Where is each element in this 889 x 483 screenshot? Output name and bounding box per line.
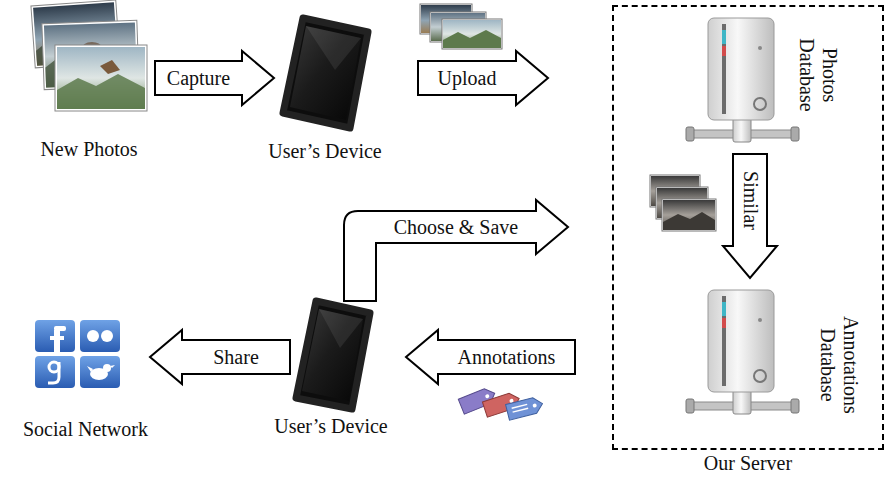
server-illustration xyxy=(686,18,799,142)
photo-stack-icon xyxy=(420,4,502,49)
block-arrow xyxy=(155,51,274,105)
social-network-node: Social Network xyxy=(8,312,163,442)
block-arrow xyxy=(418,51,548,105)
arrow-label: Choose & Save xyxy=(392,216,520,239)
database-node: Annotations Database xyxy=(680,280,870,440)
arrow-label: Capture xyxy=(165,67,232,90)
node-label: User’s Device xyxy=(274,415,387,438)
node-label: User’s Device xyxy=(268,140,381,163)
server-illustration xyxy=(686,290,799,414)
vertical-label: Annotations Database xyxy=(815,308,861,423)
block-arrow xyxy=(344,200,568,301)
photo-stack-icon xyxy=(650,175,716,231)
tags-icon xyxy=(458,386,544,420)
node-label: New Photos xyxy=(40,138,137,161)
vertical-label: Photos Database xyxy=(795,25,841,125)
arrow-label: Share xyxy=(211,346,261,369)
photo-source: New Photos xyxy=(25,0,153,165)
phone-illustration xyxy=(296,301,370,409)
arrow-label: Upload xyxy=(436,67,499,90)
node-label: Social Network xyxy=(23,418,148,441)
block-arrow xyxy=(150,330,290,384)
device-node: User’s Device xyxy=(262,10,388,165)
database-node: Photos Database xyxy=(680,15,855,150)
arrow-label: Similar xyxy=(738,169,761,232)
block-arrow xyxy=(406,330,575,384)
block-arrow xyxy=(723,154,777,278)
node-label: Our Server xyxy=(704,452,792,475)
social-icons xyxy=(35,320,120,388)
device-node: User’s Device xyxy=(268,295,394,445)
phone-illustration xyxy=(283,18,368,128)
photo-stack xyxy=(31,0,147,111)
arrow-label: Annotations xyxy=(456,346,558,369)
